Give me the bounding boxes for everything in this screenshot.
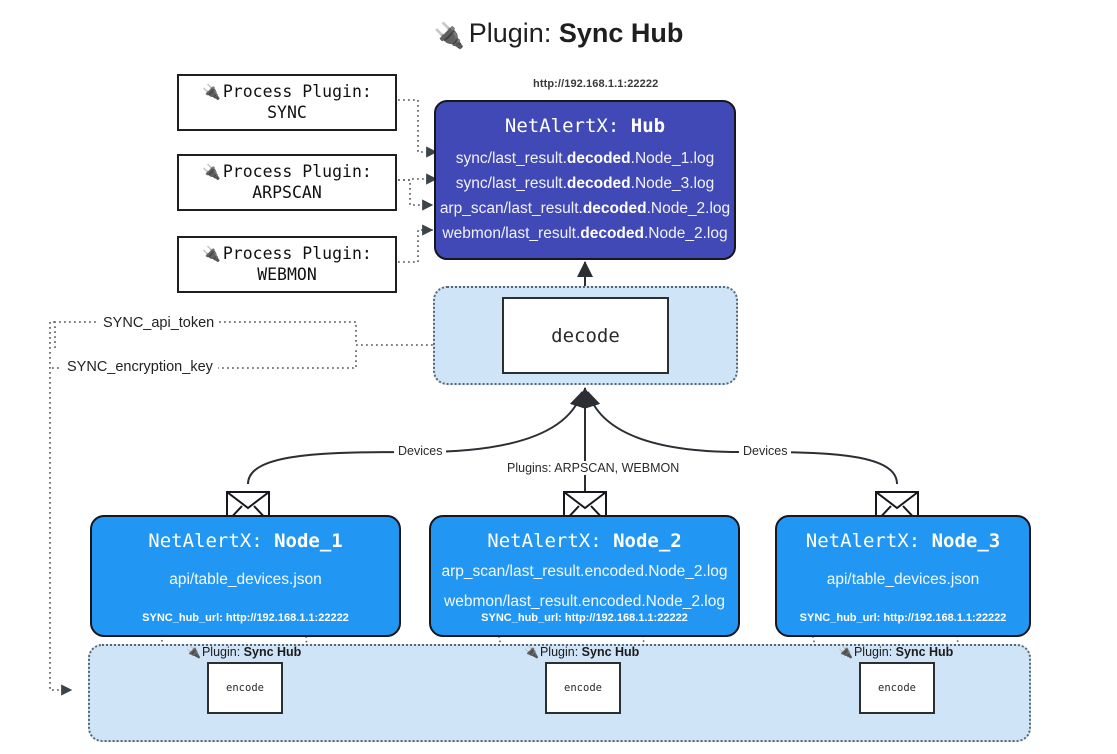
- process-plugin-line2: SYNC: [267, 102, 307, 122]
- process-plugin-box-sync[interactable]: 🔌Process Plugin: SYNC: [177, 74, 397, 131]
- node-title-prefix: NetAlertX:: [805, 530, 932, 552]
- encode-label: encode: [564, 682, 602, 694]
- hub-log-line-1: sync/last_result.decoded.Node_1.log: [456, 146, 714, 171]
- setting-label-encryption-key: SYNC_encryption_key: [62, 359, 218, 375]
- hub-log-pre: sync/last_result.: [455, 175, 567, 193]
- process-plugin-line1-row: 🔌Process Plugin:: [202, 244, 372, 264]
- process-plugin-line1-row: 🔌Process Plugin:: [202, 162, 372, 182]
- process-plugin-line1-row: 🔌Process Plugin:: [202, 82, 372, 102]
- encode-plugin-prefix: Plugin:: [853, 645, 896, 659]
- process-plugin-line2: WEBMON: [257, 264, 317, 284]
- plug-icon: 🔌: [202, 245, 221, 264]
- node-box-node-3[interactable]: NetAlertX: Node_3 api/table_devices.json…: [775, 515, 1031, 637]
- decode-label: decode: [551, 324, 620, 347]
- encode-plugin-label-2: 🔌Plugin: Sync Hub: [524, 645, 639, 659]
- node-hub-url-label: SYNC_hub_url: http://192.168.1.1:22222: [799, 612, 1007, 624]
- page-title-name: Sync Hub: [558, 18, 684, 48]
- plug-icon: 🔌: [838, 645, 853, 659]
- encode-box-1[interactable]: encode: [207, 662, 283, 714]
- node-title-prefix: NetAlertX:: [148, 530, 275, 552]
- encode-box-2[interactable]: encode: [545, 662, 621, 714]
- hub-title: NetAlertX: Hub: [505, 115, 665, 137]
- process-plugin-line1: Process Plugin:: [222, 82, 372, 102]
- process-plugin-box-arpscan[interactable]: 🔌Process Plugin: ARPSCAN: [177, 154, 397, 211]
- plug-icon: 🔌: [186, 645, 201, 659]
- process-plugin-line1: Process Plugin:: [222, 244, 372, 264]
- encode-box-3[interactable]: encode: [859, 662, 935, 714]
- node-box-node-2[interactable]: NetAlertX: Node_2 arp_scan/last_result.e…: [429, 515, 740, 637]
- hub-title-prefix: NetAlertX:: [504, 115, 631, 137]
- hub-log-em: decoded: [582, 200, 647, 218]
- hub-log-pre: webmon/last_result.: [442, 225, 581, 243]
- node-title-prefix: NetAlertX:: [487, 530, 614, 552]
- process-plugin-line2: ARPSCAN: [252, 182, 322, 202]
- plug-icon: 🔌: [202, 83, 221, 102]
- encode-label: encode: [878, 682, 916, 694]
- node-title: NetAlertX: Node_3: [806, 530, 1000, 552]
- hub-log-line-3: arp_scan/last_result.decoded.Node_2.log: [440, 196, 730, 221]
- hub-title-name: Hub: [630, 115, 666, 137]
- wire-label-center-plugins: Plugins: ARPSCAN, WEBMON: [503, 461, 684, 475]
- decode-box[interactable]: decode: [502, 297, 669, 374]
- plug-icon: 🔌: [433, 22, 465, 50]
- encode-plugin-prefix: Plugin:: [201, 645, 244, 659]
- process-plugin-box-webmon[interactable]: 🔌Process Plugin: WEBMON: [177, 236, 397, 293]
- node-line: arp_scan/last_result.encoded.Node_2.log: [441, 563, 728, 580]
- node-hub-url-label: SYNC_hub_url: http://192.168.1.1:22222: [481, 612, 688, 624]
- encode-plugin-prefix: Plugin:: [539, 645, 582, 659]
- page-title: 🔌Plugin: Sync Hub: [0, 18, 1117, 50]
- plug-icon: 🔌: [202, 163, 221, 182]
- hub-log-pre: arp_scan/last_result.: [439, 200, 583, 218]
- encode-label: encode: [226, 682, 264, 694]
- process-plugin-line1: Process Plugin:: [222, 162, 372, 182]
- node-title-name: Node_2: [613, 530, 682, 552]
- encode-plugin-label-3: 🔌Plugin: Sync Hub: [838, 645, 953, 659]
- page-title-prefix: Plugin:: [468, 18, 559, 48]
- encode-plugin-name: Sync Hub: [243, 645, 302, 659]
- wire-label-left-devices: Devices: [394, 444, 447, 458]
- node-box-node-1[interactable]: NetAlertX: Node_1 api/table_devices.json…: [90, 515, 401, 637]
- node-hub-url-label: SYNC_hub_url: http://192.168.1.1:22222: [142, 612, 349, 624]
- node-title: NetAlertX: Node_2: [487, 530, 681, 552]
- encode-plugin-name: Sync Hub: [581, 645, 640, 659]
- hub-log-post: .Node_2.log: [646, 200, 731, 218]
- plug-icon: 🔌: [524, 645, 539, 659]
- hub-log-line-4: webmon/last_result.decoded.Node_2.log: [442, 221, 727, 246]
- hub-log-line-2: sync/last_result.decoded.Node_3.log: [456, 171, 714, 196]
- node-title-name: Node_1: [274, 530, 343, 552]
- wire-label-right-devices: Devices: [739, 444, 792, 458]
- hub-log-post: .Node_2.log: [643, 225, 728, 243]
- node-title: NetAlertX: Node_1: [148, 530, 342, 552]
- node-line: api/table_devices.json: [826, 571, 980, 588]
- hub-log-post: .Node_1.log: [630, 150, 715, 167]
- node-line: api/table_devices.json: [169, 571, 322, 588]
- node-line: webmon/last_result.encoded.Node_2.log: [444, 593, 725, 611]
- setting-label-api-token: SYNC_api_token: [98, 315, 220, 331]
- node-title-name: Node_3: [931, 530, 1001, 552]
- hub-url-label: http://192.168.1.1:22222: [533, 78, 659, 90]
- hub-log-em: decoded: [566, 150, 631, 167]
- hub-log-post: .Node_3.log: [630, 175, 715, 193]
- encode-plugin-name: Sync Hub: [895, 645, 954, 659]
- hub-log-pre: sync/last_result.: [455, 150, 567, 167]
- hub-log-em: decoded: [580, 225, 644, 243]
- encode-plugin-label-1: 🔌Plugin: Sync Hub: [186, 645, 301, 659]
- hub-log-em: decoded: [566, 175, 631, 193]
- hub-box[interactable]: NetAlertX: Hub sync/last_result.decoded.…: [434, 100, 736, 260]
